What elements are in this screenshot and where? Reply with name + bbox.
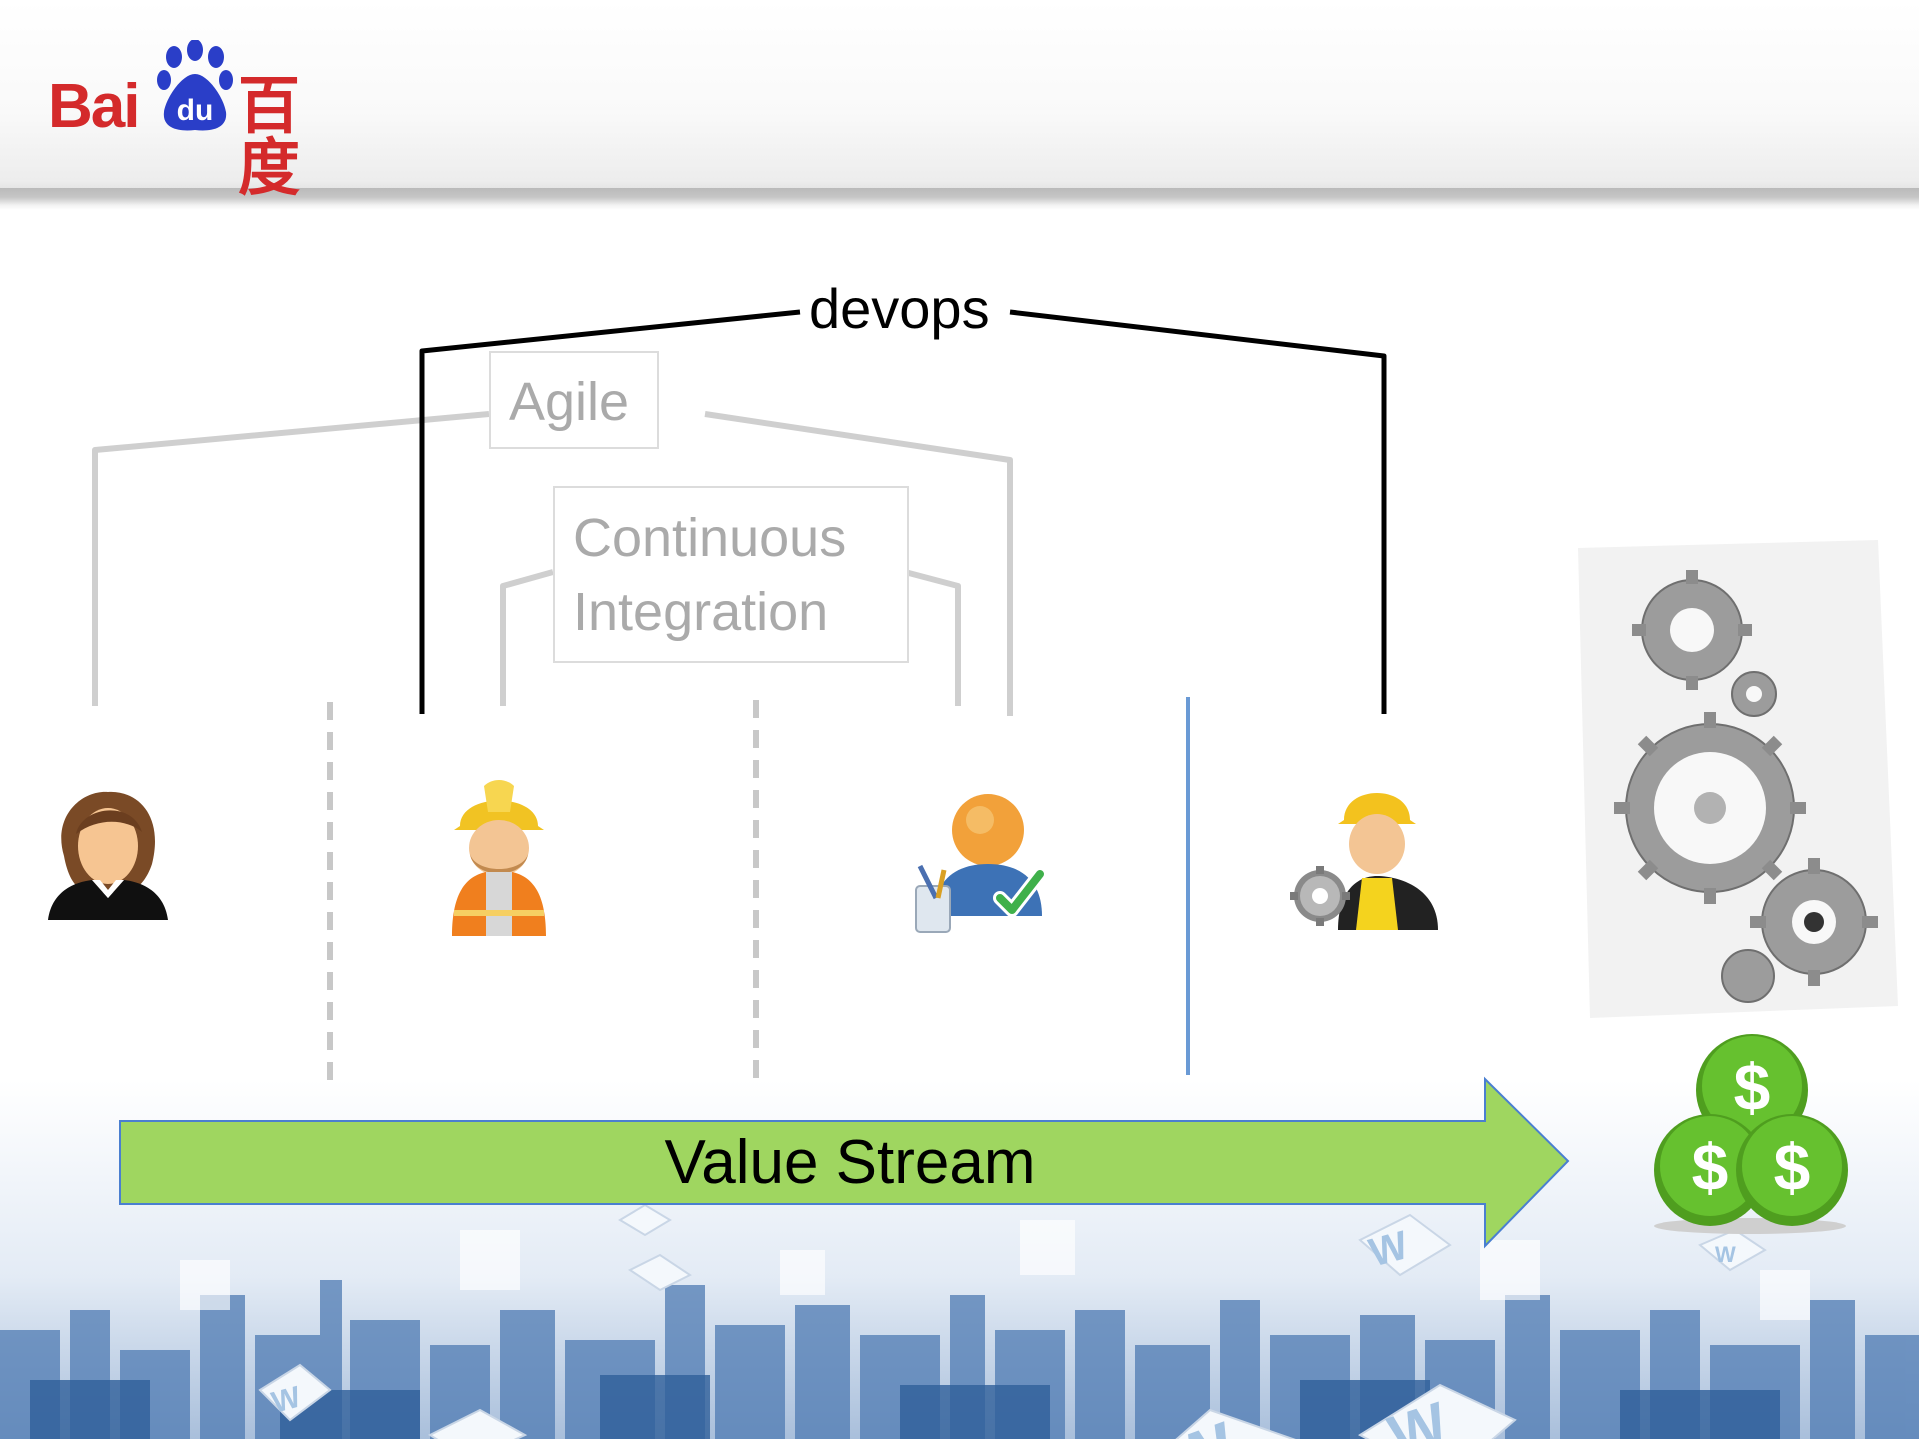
svg-text:W: W — [1715, 1242, 1736, 1267]
ci-label-line2: Integration — [573, 582, 829, 642]
devops-bracket-right — [1009, 309, 1387, 714]
tester-checkmark-icon — [915, 794, 1047, 933]
header-shadow — [0, 188, 1919, 210]
logo-text-bai: Bai — [48, 72, 140, 141]
logo-text-chinese: 百度 — [238, 72, 300, 203]
agile-bracket-right — [704, 411, 1013, 716]
devops-label: devops — [805, 276, 994, 342]
ci-bracket-left — [500, 569, 554, 706]
ci-label-line1: Continuous — [573, 508, 847, 568]
gears-icon — [1578, 540, 1898, 1018]
operations-engineer-icon — [1290, 793, 1438, 930]
money-coins-icon: $ $ $ — [1654, 1034, 1848, 1234]
svg-text:$: $ — [1692, 1130, 1729, 1204]
businesswoman-icon — [48, 791, 168, 920]
ci-label-box — [553, 486, 909, 663]
svg-text:$: $ — [1774, 1130, 1811, 1204]
ci-bracket-right — [904, 569, 961, 706]
header-band — [0, 0, 1919, 205]
svg-text:$: $ — [1734, 1050, 1771, 1124]
logo-badge-text: du — [177, 94, 214, 127]
value-stream-arrow — [119, 1076, 1570, 1249]
value-stream-label: Value Stream — [664, 1128, 1036, 1197]
agile-label: Agile — [509, 372, 630, 432]
baidu-logo: Bai du 百度 — [48, 40, 348, 200]
devops-bracket-left — [419, 309, 801, 714]
agile-bracket — [92, 411, 490, 706]
construction-worker-icon — [452, 780, 546, 936]
agile-label-box — [489, 351, 659, 449]
paw-icon: du — [157, 40, 233, 131]
letter-cubes-decoration: W W W W W — [258, 1203, 1767, 1439]
